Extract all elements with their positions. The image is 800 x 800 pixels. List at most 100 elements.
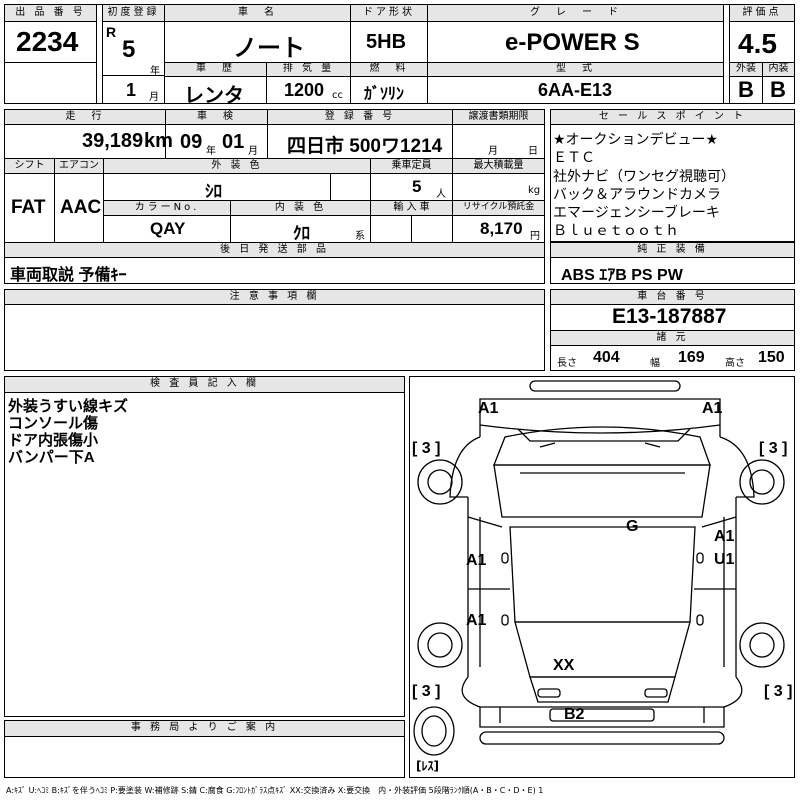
interior-grade-cell xyxy=(762,76,795,104)
transfer-month-unit: 月 xyxy=(488,146,498,157)
car-name-header: 車 名 xyxy=(164,4,351,22)
capacity-unit: 人 xyxy=(436,189,446,200)
import-cell-b xyxy=(411,215,453,243)
front-left-damage: A1 xyxy=(478,400,499,417)
capacity: 5 xyxy=(412,177,422,196)
front-right-damage: A1 xyxy=(702,400,723,417)
max-load-header: 最大積載量 xyxy=(452,158,545,174)
grade-header: グ レ ー ド xyxy=(427,4,724,22)
ext-color-blank xyxy=(330,173,371,201)
mileage-header: 走 行 xyxy=(4,109,166,125)
sales-points-header: セ ー ル ス ポ イ ン ト xyxy=(550,109,795,125)
car-name: ノート xyxy=(233,35,305,62)
lot-no: 2234 xyxy=(16,26,79,57)
car-diagram-panel: A1 A1 [ 3 ] [ 3 ] G A1 A1 U1 A1 XX [ 3 ]… xyxy=(409,376,795,778)
std-equipment-cell xyxy=(550,257,795,284)
import-header: 輸 入 車 xyxy=(370,200,453,216)
int-color-unit: 系 xyxy=(355,231,365,242)
sales-points-cell xyxy=(550,124,795,242)
notes-cell xyxy=(4,304,545,371)
height: 150 xyxy=(758,349,785,366)
registration-header: 登 録 番 号 xyxy=(267,109,453,125)
length: 404 xyxy=(593,349,620,366)
spare-tire-label: [ﾚｽ] xyxy=(416,759,439,773)
tire-rear-right: [ 3 ] xyxy=(764,683,793,700)
model-header: 型 式 xyxy=(427,62,724,77)
roof-damage: G xyxy=(626,518,639,535)
inspector-note: 外装うすい線キズ xyxy=(8,398,129,415)
score-header: 評価点 xyxy=(729,4,795,22)
office-header: 事 務 局 よ り ご 案 内 xyxy=(4,720,405,737)
shift: FAT xyxy=(11,197,46,218)
int-color: ｸﾛ xyxy=(293,224,310,243)
exterior-header: 外装 xyxy=(729,62,763,77)
ext-color: ｼﾛ xyxy=(205,182,222,201)
score: 4.5 xyxy=(738,28,777,59)
inspector-note: コンソール傷 xyxy=(8,415,99,432)
import-cell-a xyxy=(370,215,412,243)
std-equipment-header: 純 正 装 備 xyxy=(550,242,795,258)
car-diagram xyxy=(413,380,785,756)
specs-header: 諸 元 xyxy=(550,330,795,346)
inspector-note: ドア内張傷小 xyxy=(8,432,99,449)
aircon-header: エアコン xyxy=(54,158,104,174)
max-load-unit: kg xyxy=(528,185,541,196)
height-label: 高さ xyxy=(725,358,745,369)
color-no-header: カラーNo. xyxy=(103,200,231,216)
inspection-header: 車 検 xyxy=(165,109,268,125)
displacement-header: 排 気 量 xyxy=(266,62,351,77)
year-unit: 年 xyxy=(150,66,160,77)
door-left-2-damage: A1 xyxy=(466,612,487,629)
registration: 四日市 500ワ1214 xyxy=(287,136,443,157)
rear-bumper-damage: B2 xyxy=(564,706,585,723)
chassis-header: 車 台 番 号 xyxy=(550,289,795,305)
interior-grade: B xyxy=(770,77,786,102)
reg-year: 5 xyxy=(122,36,136,63)
length-label: 長さ xyxy=(557,358,577,369)
recycle-unit: 円 xyxy=(530,231,540,242)
inspection-month: 01 xyxy=(222,131,245,153)
shift-header: シフト xyxy=(4,158,55,174)
sales-point: 社外ナビ（ワンセグ視聴可） xyxy=(553,169,735,185)
history: レンタ xyxy=(184,85,244,107)
displacement: 1200 xyxy=(284,80,325,100)
sales-point: エマージェンシーブレーキ xyxy=(553,205,720,221)
later-parts-cell xyxy=(4,257,545,284)
width: 169 xyxy=(678,349,705,366)
first-reg-header: 初度登録 xyxy=(102,4,165,22)
width-label: 幅 xyxy=(650,358,660,369)
inspection-year-unit: 年 xyxy=(206,146,216,157)
inspector-cell xyxy=(4,392,405,717)
color-no: QAY xyxy=(150,219,186,238)
inspection-year: 09 xyxy=(180,131,203,153)
rear-damage: XX xyxy=(553,657,575,674)
later-parts: 車両取説 予備ｷｰ xyxy=(10,267,127,284)
sales-point: ★オークションデビュー★ xyxy=(553,132,719,148)
later-parts-header: 後 日 発 送 部 品 xyxy=(4,242,545,258)
tire-front-right: [ 3 ] xyxy=(759,440,788,457)
model-cell xyxy=(427,76,724,104)
month-unit: 月 xyxy=(149,92,159,103)
sales-point: ＥＴＣ xyxy=(553,150,595,166)
ext-color-header: 外 装 色 xyxy=(103,158,371,174)
legend: A:ｷｽﾞ U:ﾍｺﾐ B:ｷｽﾞを伴うﾍｺﾐ P:要塗装 W:補修跡 S:錆 … xyxy=(6,786,544,795)
transfer-day-unit: 日 xyxy=(528,146,538,157)
aircon: AAC xyxy=(60,197,102,218)
sales-point: Ｂｌｕｅｔｏｏｔｈ xyxy=(553,223,679,239)
reg-month: 1 xyxy=(126,80,137,100)
era: R xyxy=(106,24,117,40)
grade: e-POWER S xyxy=(505,29,640,56)
door-right-1-damage-b: U1 xyxy=(714,551,735,568)
door-left-1-damage: A1 xyxy=(466,552,487,569)
lot-no-blank xyxy=(4,62,97,104)
inspector-header: 検 査 員 記 入 欄 xyxy=(4,376,405,393)
lot-no-header: 出 品 番 号 xyxy=(4,4,97,22)
inspector-note: バンパー下A xyxy=(8,449,95,466)
specs-cell xyxy=(550,345,795,371)
door-right-1-damage-a: A1 xyxy=(714,528,735,545)
recycle: 8,170 xyxy=(480,219,523,238)
std-equipment: ABS ｴｱB PS PW xyxy=(561,267,683,284)
door-header: ドア形状 xyxy=(350,4,428,22)
fuel-header: 燃 料 xyxy=(350,62,428,77)
displacement-unit: cc xyxy=(332,90,343,101)
